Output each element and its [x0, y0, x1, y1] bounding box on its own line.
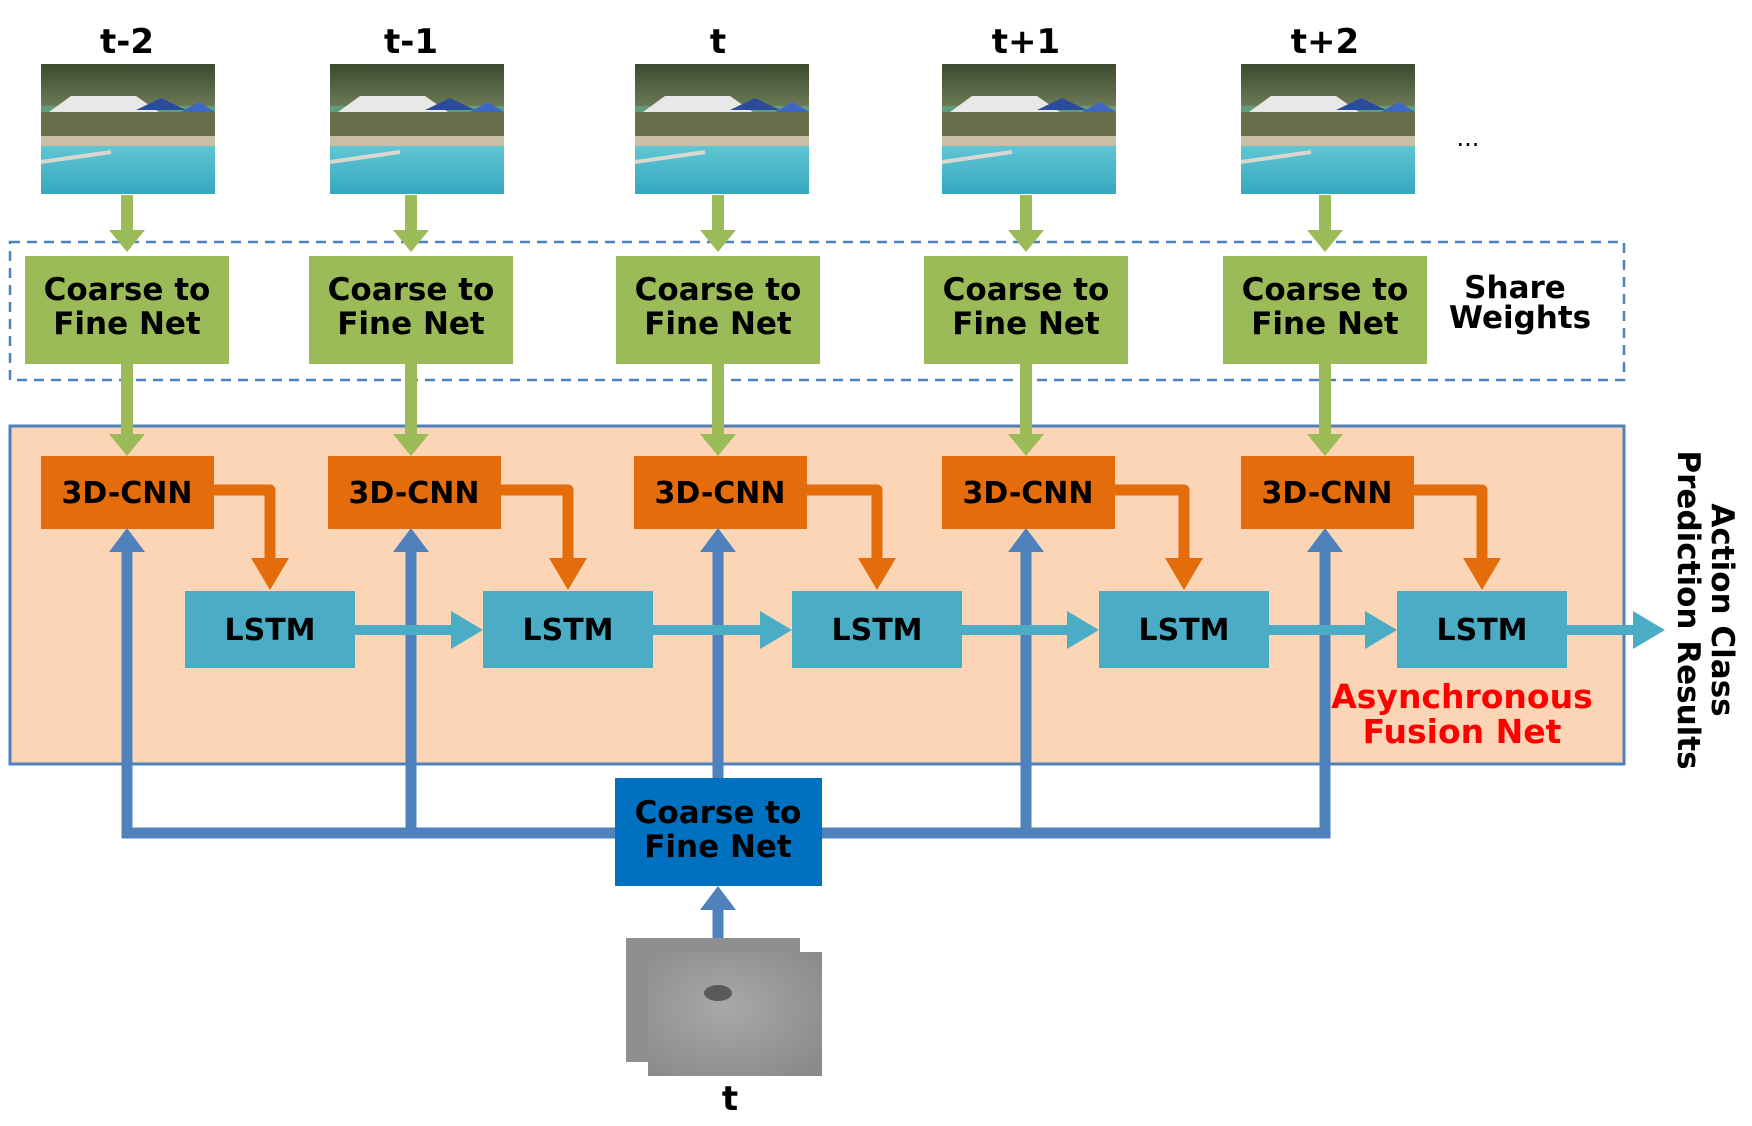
output-label-line1: Action Class: [1704, 503, 1740, 716]
arrow-frame-to-net-5: [1307, 195, 1343, 252]
share-weights-line1: Share: [1464, 270, 1566, 306]
cnn-label: 3D-CNN: [348, 476, 479, 511]
lstm-1: LSTM: [185, 591, 355, 668]
arrow-cnn-to-lstm-4: [1115, 484, 1203, 590]
cnn-label: 3D-CNN: [61, 476, 192, 511]
rgb-net-label-line2: Fine Net: [337, 306, 485, 342]
fusion-net-label-line2: Fusion Net: [1363, 712, 1562, 751]
cnn-label: 3D-CNN: [962, 476, 1093, 511]
rgb-net-label-line2: Fine Net: [53, 306, 201, 342]
time-label-3: t: [710, 22, 726, 62]
lstm-2: LSTM: [483, 591, 653, 668]
flow-net-label-line2: Fine Net: [644, 829, 792, 865]
rgb-net-label-line1: Coarse to: [328, 272, 495, 308]
arrow-net-to-cnn-1: [109, 364, 145, 456]
lstm-label: LSTM: [1138, 613, 1229, 648]
arrow-flow-to-cnn-3: [700, 528, 736, 778]
arrow-cnn-to-lstm-3: [807, 484, 896, 590]
arrow-lstm-5: [1567, 611, 1665, 649]
video-frame-5: [1240, 64, 1415, 194]
arrow-lstm-4: [1269, 611, 1397, 649]
arrow-frame-to-net-2: [393, 195, 429, 252]
arrow-cnn-to-lstm-2: [501, 484, 587, 590]
cnn-3d-4: 3D-CNN: [942, 456, 1115, 529]
lstm-4: LSTM: [1099, 591, 1269, 668]
ellipsis: ...: [1457, 124, 1480, 152]
lstm-3: LSTM: [792, 591, 962, 668]
arrow-lstm-3: [962, 611, 1099, 649]
time-label-2: t-1: [384, 22, 438, 62]
output-label-line2: Prediction Results: [1670, 450, 1706, 769]
arrow-frame-to-net-1: [109, 195, 145, 252]
rgb-net-label-line1: Coarse to: [635, 272, 802, 308]
rgb-net-label-line2: Fine Net: [644, 306, 792, 342]
cnn-3d-2: 3D-CNN: [328, 456, 501, 529]
fusion-net-label-line1: Asynchronous: [1331, 677, 1593, 716]
lstm-label: LSTM: [831, 613, 922, 648]
arrow-net-to-cnn-5: [1307, 364, 1343, 456]
rgb-net-label-line1: Coarse to: [44, 272, 211, 308]
rgb-net-label-line2: Fine Net: [1251, 306, 1399, 342]
arrow-cnn-to-lstm-5: [1414, 484, 1501, 590]
share-weights-region: [8, 240, 1626, 382]
cnn-label: 3D-CNN: [654, 476, 785, 511]
optical-flow-image: [626, 938, 822, 1076]
flow-time-label: t: [722, 1079, 738, 1119]
rgb-net-label-line2: Fine Net: [952, 306, 1100, 342]
video-frame-2: [329, 64, 504, 194]
time-label-1: t-2: [100, 22, 154, 62]
time-label-4: t+1: [992, 22, 1060, 62]
cnn-3d-3: 3D-CNN: [634, 456, 807, 529]
lstm-label: LSTM: [1436, 613, 1527, 648]
lstm-label: LSTM: [522, 613, 613, 648]
arrow-net-to-cnn-3: [700, 364, 736, 456]
arrow-frame-to-net-4: [1008, 195, 1044, 252]
arrow-flow-to-cnn-2: [393, 528, 429, 833]
cnn-3d-5: 3D-CNN: [1241, 456, 1414, 529]
arrow-lstm-2: [653, 611, 792, 649]
rgb-net-label-line1: Coarse to: [1242, 272, 1409, 308]
time-label-5: t+2: [1291, 22, 1359, 62]
cnn-3d-1: 3D-CNN: [41, 456, 214, 529]
arrow-flow-to-cnn-4: [1008, 528, 1044, 833]
arrow-net-to-cnn-2: [393, 364, 429, 456]
arrow-net-to-cnn-4: [1008, 364, 1044, 456]
rgb-net-label-line1: Coarse to: [943, 272, 1110, 308]
lstm-5: LSTM: [1397, 591, 1567, 668]
share-weights-line2: Weights: [1449, 300, 1591, 336]
cnn-label: 3D-CNN: [1261, 476, 1392, 511]
arrow-frame-to-net-3: [700, 195, 736, 252]
flow-net-label-line1: Coarse to: [635, 795, 802, 831]
video-frame-4: [941, 64, 1116, 194]
arrow-cnn-to-lstm-1: [214, 484, 289, 590]
lstm-label: LSTM: [224, 613, 315, 648]
arrow-flowimg-to-net: [700, 886, 736, 938]
arrow-flow-to-cnn-1: [109, 528, 145, 833]
arrow-lstm-1: [355, 611, 483, 649]
arrow-flow-to-cnn-5: [1307, 528, 1343, 833]
video-frame-1: [40, 64, 215, 194]
video-frame-3: [634, 64, 809, 194]
